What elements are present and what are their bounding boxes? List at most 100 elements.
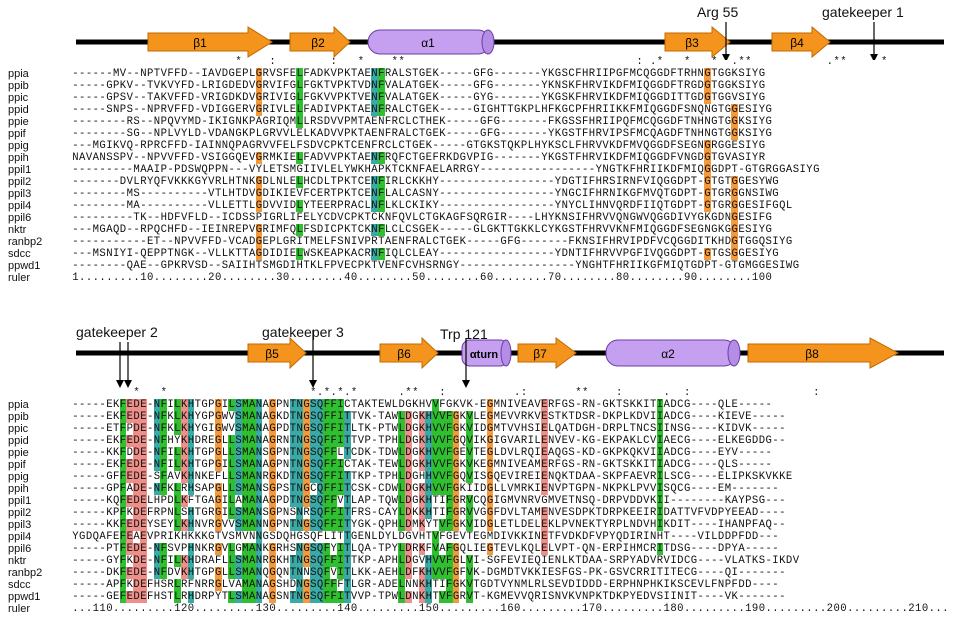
ruler-row: ...110.........120.........130.........1… [72,603,949,615]
sequence-name-ppil3: ppil3 [8,188,32,200]
gk2-arrowhead-a [116,380,124,388]
sequence-row: --------MA----------VLLETTLGDVVIDLYTEERP… [72,200,793,212]
strand-b6-arrow [379,336,439,370]
sequence-name-ppig: ppig [8,471,29,483]
trp121-arrowhead [462,380,470,388]
sequence-row: -----APFKDEFHSRLRFNRRGLVAMANAGSHDNGSQFFF… [72,579,779,591]
sequence-row: ------MV--NPTVFFD--IAVDGEPLGRVSFELFADKVP… [72,68,766,80]
sequence-name-ranbp2: ranbp2 [8,236,43,248]
sequence-row: -----DKFEDE-NFDVKHTGPGLLSMANQGQNTNNSQFVI… [72,567,786,579]
bottom-conservation-row: * * *.*.*.* .** : .: ** : . : : [133,387,820,399]
gatekeeper2-label: gatekeeper 2 [76,324,158,340]
sequence-row: -----GPFADE-NFKLRHSAPGLLSMANSGPSTNGCQFFI… [72,483,779,495]
sequence-row: ---------MAAIP-PDSWQPPN---VYLETSMGIIVLEL… [72,164,820,176]
sequence-row: -----SNPS--NPRVFFD-VDIGGERVGRIVLELFADIVP… [72,104,772,116]
helix-aturn-cap [500,339,512,367]
sequence-name-ppid: ppid [8,435,29,447]
arg55-arrowhead [722,54,730,60]
sequence-row: -----GEFEDEFHSTLRHDRPYTLSMANAGSNTNGSQFFI… [72,591,786,603]
strand-b3-label: β3 [685,36,699,50]
sequence-name-ppil6: ppil6 [8,212,32,224]
top-alignment: ------MV--NPTVFFD--IAVDGEPLGRVSFELFADKVP… [72,68,820,284]
sequence-row: -----KKFDDE-NFILKHTGPGLLSMANSGPNTNGSQFFL… [72,447,772,459]
sequence-name-ppic: ppic [8,92,29,104]
sequence-row: --------SG--NPLVYLD-VDANGKPLGRVVLELKADVV… [72,128,772,140]
strand-b8-label: β8 [805,347,819,361]
gatekeeper3-label: gatekeeper 3 [262,324,344,340]
sequence-name-ppil1: ppil1 [8,164,32,176]
strand-b1-arrow [147,26,273,58]
sequence-row: ---MGAQD--RPQCHFD--IEINREPVGRIMFQLFSDICP… [72,224,772,236]
sequence-row: ---MSNIYI-QEPPTNGK--VLLKTTAGDIDIELWSKEAP… [72,248,779,260]
sequence-name-ppia: ppia [8,68,29,80]
sequence-row: -----GPSV--TAKVFFD-VRIGDKDVGRIVIGLFGKVVP… [72,92,766,104]
sequence-name-ppil4: ppil4 [8,531,32,543]
sequence-name-ppig: ppig [8,140,29,152]
top-structure-track: β1 β2 α1 β3 β4 [76,22,944,60]
sequence-name-nktr: nktr [8,224,27,236]
strand-b7-arrow [517,337,577,369]
helix-aturn-label: αturn [470,349,498,361]
sequence-row: -----EKFEDE-NFHYKHDREGLLSMANAGRNTNGSQFFI… [72,435,786,447]
sequence-name-ppih: ppih [8,152,29,164]
strand-b4-label: β4 [790,36,804,50]
sequence-row: -------DVLRYQFVKKKGYVRLHTNKGDLNLELHCDLTP… [72,176,779,188]
sequence-row: NAVANSSPV--NPVVFFD-VSIGGQEVGRMKIELFADVVP… [72,152,766,164]
strand-b2-arrow [289,25,351,59]
sequence-name-ranbp2: ranbp2 [8,567,43,579]
sequence-row: YGDQAFEFEAEVPRIKHKKKGTVSMVNNGSDQHGSQFLIT… [72,531,779,543]
sequence-name-ppil2: ppil2 [8,176,32,188]
sequence-row: ---------TK--HDFVFLD--ICDSSPIGRLIFELYCDV… [72,212,772,224]
helix-a1-cap [481,29,495,55]
strand-b6-label: β6 [397,347,411,361]
sequence-row: -----ETFPDE-NFKLKHYGIGWVSMANAGPDTNGSQFFI… [72,423,786,435]
sequence-name-ppie: ppie [8,447,29,459]
sequence-name-sdcc: sdcc [8,579,31,591]
strand-b5-label: β5 [265,347,279,361]
strand-b3-arrow [664,25,731,59]
sequence-row: --------QAE--GPKRVSD--SAIIHTSMGDIHTKLFPV… [72,260,800,272]
sequence-row: -----KKFEDEYSEYLKHNVRGVVSMANNGPNTNGSQFFI… [72,519,786,531]
sequence-row: -----EKFEDE-NFKLKHYGPGWVSMANAGKDTNGSQFFI… [72,411,786,423]
sequence-row: -----GPKV--TVKVYFD-LRIGDEDVGRVIFGLFGKTVP… [72,80,766,92]
strand-b1-label: β1 [193,36,207,50]
sequence-row: -----------ET--NPVVFFD-VCADGEPLGRITMELFS… [72,236,793,248]
arg55-label: Arg 55 [697,4,739,20]
gk1-arrowhead [870,54,878,60]
sequence-row: -----EKFEDE-NFILKHTGPGILSMANAGPNTNGSQFFI… [72,459,772,471]
sequence-name-ppif: ppif [8,459,26,471]
sequence-row: --------RS--NPQVYMD-IKIGNKPAGRIQMLLRSDVV… [72,116,772,128]
sequence-name-sdcc: sdcc [8,248,31,260]
sequence-name-ppif: ppif [8,128,26,140]
strand-b8-arrow [747,337,900,369]
sequence-name-ppie: ppie [8,116,29,128]
strand-b4-arrow [771,25,831,59]
sequence-row: -----KQFEDELHPDLKFTGAGILAMANAGPDTNGSQFFV… [72,495,786,507]
bottom-structure-track: β5 β6 αturn β7 α2 β8 [76,330,944,388]
strand-b7-label: β7 [533,347,547,361]
sequence-row: -----KPFKDEFRPNLSHTGRGILSMANSGPNSNRSQFFI… [72,507,786,519]
sequence-name-ppil2: ppil2 [8,507,32,519]
gk3-arrowhead [309,380,317,388]
sequence-name-ppib: ppib [8,80,29,92]
helix-a2-label: α2 [661,347,675,361]
sequence-row: -----PTFEDE-NFSVPHNKRGVLGMANKGRHSNGSQFYI… [72,543,779,555]
sequence-name-ppwd1: ppwd1 [8,260,41,272]
sequence-row: --------MS----------VTLHTDVGDIKIEVFCERTP… [72,188,779,200]
sequence-name-ppib: ppib [8,411,29,423]
sequence-name-ppil6: ppil6 [8,543,32,555]
helix-a2-cap [727,339,741,367]
sequence-name-nktr: nktr [8,555,27,567]
trp121-label: Trp 121 [440,326,488,342]
sequence-row: -----EKFEDE-NFILKHTGPGILSMANAGPNTNGSQFFI… [72,399,772,411]
ruler-row: 1.........10........20........30........… [72,272,772,284]
bottom-alignment: -----EKFEDE-NFILKHTGPGILSMANAGPNTNGSQFFI… [72,399,949,615]
sequence-name-ppwd1: ppwd1 [8,591,41,603]
strand-b5-arrow [247,336,307,370]
sequence-name-ruler: ruler [8,272,31,284]
sequence-row: -----GYFKDE-NFILKHDRAFLLSMANRGKHTNGSQFFI… [72,555,800,567]
sequence-name-ppil4: ppil4 [8,200,32,212]
sequence-name-ppil1: ppil1 [8,495,32,507]
